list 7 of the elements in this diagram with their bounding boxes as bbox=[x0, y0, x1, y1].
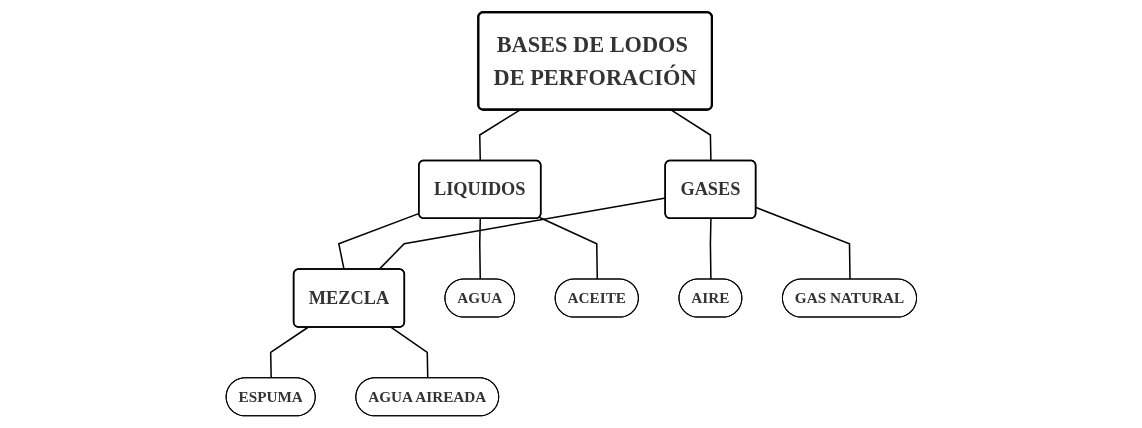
connector bbox=[478, 109, 521, 162]
connector bbox=[538, 216, 598, 281]
connector bbox=[337, 212, 420, 271]
connector bbox=[670, 109, 712, 162]
connector bbox=[709, 218, 712, 281]
connector bbox=[478, 218, 481, 281]
connector bbox=[755, 206, 851, 281]
